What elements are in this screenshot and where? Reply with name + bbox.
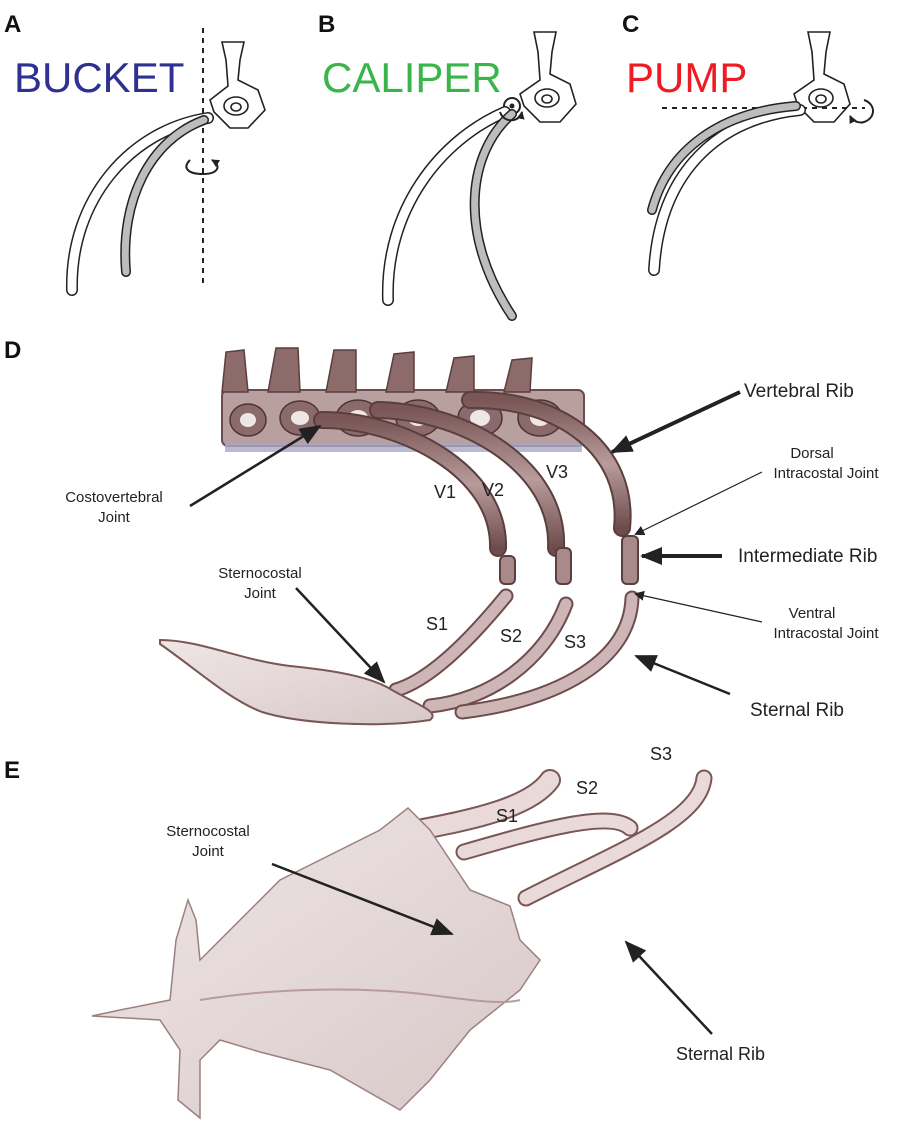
- label-s2: S2: [500, 626, 522, 646]
- panel-e-letter: E: [4, 757, 20, 784]
- label-dorsal-2: Intracostal Joint: [773, 465, 879, 482]
- label-costovertebral-1: Costovertebral: [65, 489, 163, 506]
- label-ventral-1: Ventral: [789, 605, 836, 622]
- rotation-arrow-icon: [850, 100, 873, 123]
- arrow-ventral-joint: [636, 594, 762, 622]
- vertebra-icon: [210, 42, 265, 128]
- label-sternal-rib: Sternal Rib: [750, 700, 844, 721]
- rotation-arrow-icon: [186, 160, 217, 174]
- sternum: [160, 640, 433, 724]
- panel-a: A BUCKET: [4, 11, 265, 290]
- label-sternocostal-2: Joint: [244, 585, 277, 602]
- panel-d: D: [4, 337, 879, 724]
- label-e-s3: S3: [650, 744, 672, 764]
- label-v2: V2: [482, 480, 504, 500]
- panel-d-letter: D: [4, 337, 21, 364]
- label-e-s1: S1: [496, 806, 518, 826]
- panel-b: B CALIPER: [318, 11, 576, 316]
- panel-c-letter: C: [622, 11, 639, 38]
- panel-c-title: PUMP: [626, 54, 747, 101]
- label-s3: S3: [564, 632, 586, 652]
- label-s1: S1: [426, 614, 448, 634]
- vertebra-icon: [520, 32, 576, 122]
- panel-e: E S1 S2 S3 Sternocostal Joint Sternal Ri…: [4, 744, 765, 1118]
- panel-c: C PUMP: [622, 11, 873, 270]
- arrow-sternal-rib-e: [626, 942, 712, 1034]
- arrow-dorsal-joint: [636, 472, 762, 534]
- panel-b-title: CALIPER: [322, 54, 502, 101]
- panel-a-title: BUCKET: [14, 54, 184, 101]
- label-costovertebral-2: Joint: [98, 509, 131, 526]
- label-e-sternocostal-1: Sternocostal: [166, 823, 249, 840]
- label-e-sternal-rib: Sternal Rib: [676, 1044, 765, 1064]
- label-sternocostal-1: Sternocostal: [218, 565, 301, 582]
- label-v3: V3: [546, 462, 568, 482]
- label-intermediate-rib: Intermediate Rib: [738, 546, 877, 567]
- label-e-s2: S2: [576, 778, 598, 798]
- arrow-sternal-rib: [636, 656, 730, 694]
- label-vertebral-rib: Vertebral Rib: [744, 381, 854, 402]
- label-v1: V1: [434, 482, 456, 502]
- label-e-sternocostal-2: Joint: [192, 843, 225, 860]
- panel-a-letter: A: [4, 11, 21, 38]
- panel-b-letter: B: [318, 11, 335, 38]
- arrow-vertebral-rib: [612, 392, 740, 452]
- label-ventral-2: Intracostal Joint: [773, 625, 879, 642]
- label-dorsal-1: Dorsal: [790, 445, 833, 462]
- intermediate-ribs: [500, 536, 638, 584]
